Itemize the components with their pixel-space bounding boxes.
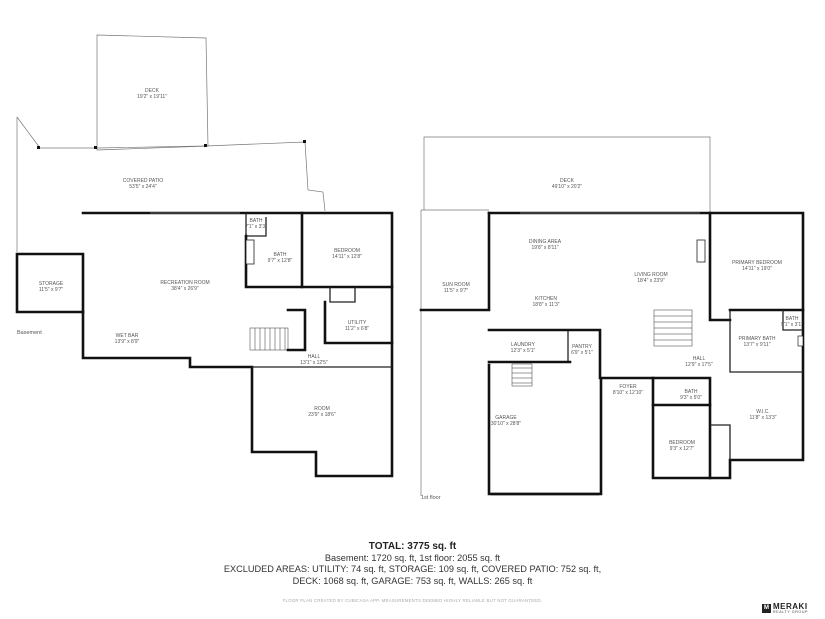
logo-mark: M bbox=[762, 604, 771, 613]
floor-areas: Basement: 1720 sq. ft, 1st floor: 2055 s… bbox=[324, 553, 501, 563]
basement-stairs bbox=[249, 327, 289, 351]
bath-walls bbox=[651, 376, 712, 407]
room-dim-dining: 19'8" x 8'11" bbox=[531, 245, 558, 251]
fireplace-fixture bbox=[696, 239, 706, 263]
room-label-wet-bar: WET BAR bbox=[116, 333, 139, 339]
basement-exterior-walls bbox=[81, 211, 394, 478]
room-label-hall: HALL bbox=[308, 354, 321, 360]
first-floor-exterior bbox=[487, 211, 805, 496]
area-summary: TOTAL: 3775 sq. ft Basement: 1720 sq. ft… bbox=[0, 541, 825, 587]
brand-logo: M MERAKI REALTY GROUP bbox=[762, 603, 808, 614]
closet-walls bbox=[329, 287, 356, 303]
room-dim-primary-bedroom: 14'11" x 19'0" bbox=[742, 266, 772, 272]
room-label-hall: HALL bbox=[693, 356, 706, 362]
room-dim-hall: 12'9" x 17'5" bbox=[685, 362, 713, 368]
small-bath-walls bbox=[782, 310, 803, 331]
garage-stairs bbox=[511, 363, 533, 387]
room-dim-hall: 13'1" x 12'5" bbox=[300, 360, 328, 366]
room-dim-bedroom: 9'3" x 12'7" bbox=[670, 446, 695, 452]
room-label-bath-small: BATH bbox=[250, 218, 263, 224]
primary-bedroom-walls bbox=[708, 211, 732, 322]
deck-outline bbox=[423, 136, 711, 212]
room-dim-sun-room: 11'5" x 9'7" bbox=[444, 288, 468, 294]
logo-tagline: REALTY GROUP bbox=[773, 610, 809, 614]
room-label-wic: W.I.C. bbox=[756, 409, 770, 415]
room-label-laundry: LAUNDRY bbox=[511, 342, 535, 348]
room-dim-covered-patio: 53'5" x 24'4" bbox=[129, 184, 157, 190]
room-dim-recreation: 38'4" x 26'9" bbox=[171, 286, 199, 292]
room-label-bath-primary: BATH bbox=[786, 316, 799, 322]
room-dim-storage: 11'5" x 9'7" bbox=[39, 287, 63, 293]
room-label-bedroom: BEDROOM bbox=[334, 248, 360, 254]
room-label-utility: UTILITY bbox=[348, 320, 367, 326]
room-dim-living: 18'4" x 23'9" bbox=[637, 278, 665, 284]
room-label-covered-patio: COVERED PATIO bbox=[123, 178, 163, 184]
room-dim-pantry: 6'9" x 5'1" bbox=[571, 350, 593, 356]
room-label-deck: DECK bbox=[560, 178, 575, 184]
room-dim-bedroom: 14'11" x 12'8" bbox=[332, 254, 362, 260]
room-label-recreation: RECREATION ROOM bbox=[160, 280, 209, 286]
disclaimer: FLOOR PLAN CREATED BY CUBICASA APP. MEAS… bbox=[282, 598, 543, 603]
room-label-primary-bath: PRIMARY BATH bbox=[739, 336, 776, 342]
room-dim-bath: 9'7" x 12'8" bbox=[268, 258, 293, 264]
room-dim-wet-bar: 13'9" x 8'9" bbox=[115, 339, 140, 345]
room-label-primary-bedroom: PRIMARY BEDROOM bbox=[732, 260, 782, 266]
room-dim-utility: 11'2" x 6'8" bbox=[345, 326, 369, 332]
total-area: TOTAL: 3775 sq. ft bbox=[368, 541, 457, 552]
room-dim-room: 23'9" x 18'6" bbox=[308, 412, 336, 418]
room-label-kitchen: KITCHEN bbox=[535, 296, 557, 302]
room-dim-foyer: 8'10" x 12'10" bbox=[613, 390, 643, 396]
primary-bath-walls bbox=[729, 310, 803, 373]
room-dim-kitchen: 18'8" x 11'3" bbox=[532, 302, 559, 308]
room-label-bedroom: BEDROOM bbox=[669, 440, 695, 446]
floor-label-basement: Basement bbox=[17, 330, 42, 336]
excluded-areas-line-2: DECK: 1068 sq. ft, GARAGE: 753 sq. ft, W… bbox=[292, 575, 533, 586]
room-dim-bath-primary: 5'1" x 3'1" bbox=[781, 322, 803, 328]
room-dim-bath: 9'3" x 5'0" bbox=[680, 395, 702, 401]
room-label-sun-room: SUN ROOM bbox=[442, 282, 470, 288]
floor-label-first: 1st floor bbox=[421, 495, 441, 501]
small-bath-walls bbox=[245, 213, 267, 237]
room-dim-deck: 49'10" x 20'2" bbox=[552, 184, 582, 190]
room-label-foyer: FOYER bbox=[619, 384, 637, 390]
room-dim-wic: 11'8" x 13'3" bbox=[749, 415, 776, 421]
toilet-fixture bbox=[797, 335, 804, 347]
room-dim-primary-bath: 13'7" x 9'11" bbox=[743, 342, 770, 348]
first-floor-stairs bbox=[653, 309, 693, 347]
sun-room-walls bbox=[419, 211, 491, 312]
excluded-areas-line-1: EXCLUDED AREAS: UTILITY: 74 sq. ft, STOR… bbox=[223, 564, 602, 575]
room-label-deck: DECK bbox=[145, 88, 160, 94]
covered-patio-edge bbox=[16, 116, 326, 212]
wic-walls bbox=[710, 424, 731, 460]
room-label-garage: GARAGE bbox=[495, 415, 517, 421]
logo-name: MERAKI bbox=[773, 602, 808, 611]
shower-fixture bbox=[245, 239, 255, 265]
room-label-bath: BATH bbox=[274, 252, 287, 258]
patio-posts bbox=[37, 140, 306, 149]
utility-walls bbox=[323, 300, 394, 345]
stair-wall bbox=[286, 308, 307, 352]
room-label-living: LIVING ROOM bbox=[634, 272, 667, 278]
first-floor-plan: DECK 49'10" x 20'2" DINING AREA 19'8" x … bbox=[419, 136, 805, 501]
room-label-bath: BATH bbox=[685, 389, 698, 395]
room-label-storage: STORAGE bbox=[39, 281, 64, 287]
room-label-dining: DINING AREA bbox=[529, 239, 562, 245]
laundry-pantry-walls bbox=[487, 328, 602, 380]
basement-plan: DECK 19'2" x 19'11" COVERED PATIO 53'5" … bbox=[15, 34, 394, 478]
room-dim-bath-small: 7'1" x 3'3" bbox=[245, 224, 267, 230]
room-label-room: ROOM bbox=[314, 406, 330, 412]
room-dim-deck: 19'2" x 19'11" bbox=[137, 94, 167, 100]
room-label-pantry: PANTRY bbox=[572, 344, 592, 350]
room-dim-laundry: 12'3" x 5'1" bbox=[511, 348, 536, 354]
room-dim-garage: 30'10" x 28'8" bbox=[491, 421, 521, 427]
